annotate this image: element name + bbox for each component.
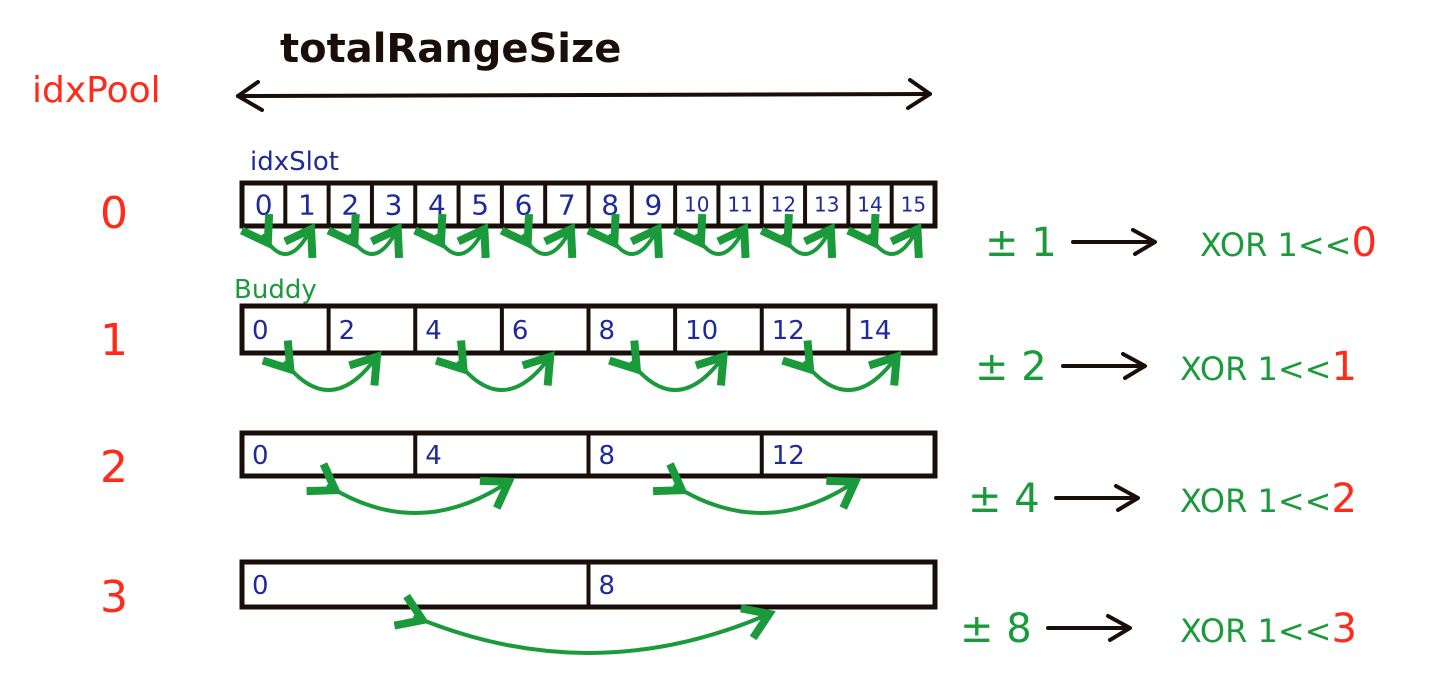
- buddy-arc: [652, 462, 862, 515]
- buddy-arc: [413, 213, 490, 259]
- slot-index-12: 12: [771, 193, 796, 217]
- slot-index-4: 4: [425, 316, 442, 346]
- buddy-arc: [608, 340, 728, 392]
- pool-index-label: 0: [100, 188, 128, 239]
- pool-row-3: 3 0 8 ± 8 XOR 1<<3: [100, 559, 1357, 655]
- buddy-arc: [239, 213, 317, 259]
- delta-label: ± 2: [975, 344, 1047, 390]
- slot-index-8: 8: [599, 571, 616, 601]
- slot-index-12: 12: [772, 441, 805, 471]
- delta-label: ± 4: [968, 476, 1040, 522]
- buddy-arc: [326, 213, 404, 259]
- slot-index-9: 9: [645, 189, 663, 222]
- buddy-arc: [499, 213, 577, 259]
- idx-pool-label: idxPool: [32, 70, 161, 111]
- xor-shift-amount: 1: [1331, 344, 1356, 390]
- slot-index-14: 14: [857, 193, 882, 217]
- slot-index-1: 1: [298, 189, 316, 222]
- slot-index-5: 5: [471, 189, 489, 222]
- buddy-arc: [586, 213, 663, 259]
- buddy-arc: [393, 593, 776, 655]
- slot-index-0: 0: [252, 571, 269, 601]
- xor-expression: XOR 1<<1: [1180, 344, 1357, 390]
- buddy-arc: [673, 213, 750, 259]
- buddy-arc: [434, 340, 555, 392]
- total-range-size-label: totalRangeSize: [280, 26, 621, 72]
- idx-slot-label: idxSlot: [250, 147, 339, 177]
- pool-index-label: 2: [100, 442, 128, 493]
- slot-index-14: 14: [858, 316, 891, 346]
- buddy-label: Buddy: [234, 275, 317, 305]
- delta-label: ± 1: [985, 220, 1057, 266]
- maps-to-arrowhead: [1106, 614, 1132, 642]
- buddy-arc: [781, 340, 902, 392]
- slot-index-0: 0: [252, 316, 269, 346]
- xor-expression: XOR 1<<3: [1180, 606, 1357, 652]
- slot-index-2: 2: [341, 189, 359, 222]
- slot-index-11: 11: [727, 193, 752, 217]
- buddy-arc: [306, 462, 515, 515]
- slot-index-2: 2: [339, 316, 356, 346]
- pool-index-label: 3: [100, 572, 128, 623]
- total-range-arrow: [236, 78, 932, 112]
- slot-index-10: 10: [685, 316, 718, 346]
- delta-label: ± 8: [960, 606, 1032, 652]
- slot-index-7: 7: [558, 189, 576, 222]
- maps-to-arrowhead: [1121, 352, 1147, 380]
- slot-index-0: 0: [255, 189, 273, 222]
- maps-to-arrowhead: [1114, 484, 1140, 512]
- slot-index-0: 0: [252, 441, 269, 471]
- slot-index-6: 6: [512, 316, 529, 346]
- slot-index-6: 6: [515, 189, 533, 222]
- xor-shift-amount: 3: [1331, 606, 1356, 652]
- maps-to-arrowhead: [1131, 228, 1157, 256]
- slot-index-8: 8: [599, 316, 616, 346]
- slot-index-15: 15: [901, 193, 926, 217]
- slot-index-4: 4: [428, 189, 446, 222]
- slot-index-13: 13: [814, 193, 839, 217]
- buddy-arc: [759, 213, 837, 259]
- buddy-arc: [261, 340, 382, 392]
- xor-expression: XOR 1<<2: [1180, 476, 1357, 522]
- slot-index-3: 3: [385, 189, 403, 222]
- buddy-arc: [846, 213, 923, 259]
- xor-shift-amount: 2: [1331, 476, 1356, 522]
- pool-index-label: 1: [100, 315, 128, 366]
- slot-index-12: 12: [772, 316, 805, 346]
- pool-row-2: 2 0 4 8 12 ± 4 XOR 1<<2: [100, 430, 1357, 522]
- slot-index-4: 4: [425, 441, 442, 471]
- slot-index-8: 8: [601, 189, 619, 222]
- slot-index-8: 8: [599, 441, 616, 471]
- xor-shift-amount: 0: [1351, 220, 1376, 266]
- slot-index-10: 10: [684, 193, 709, 217]
- xor-expression: XOR 1<<0: [1200, 220, 1377, 266]
